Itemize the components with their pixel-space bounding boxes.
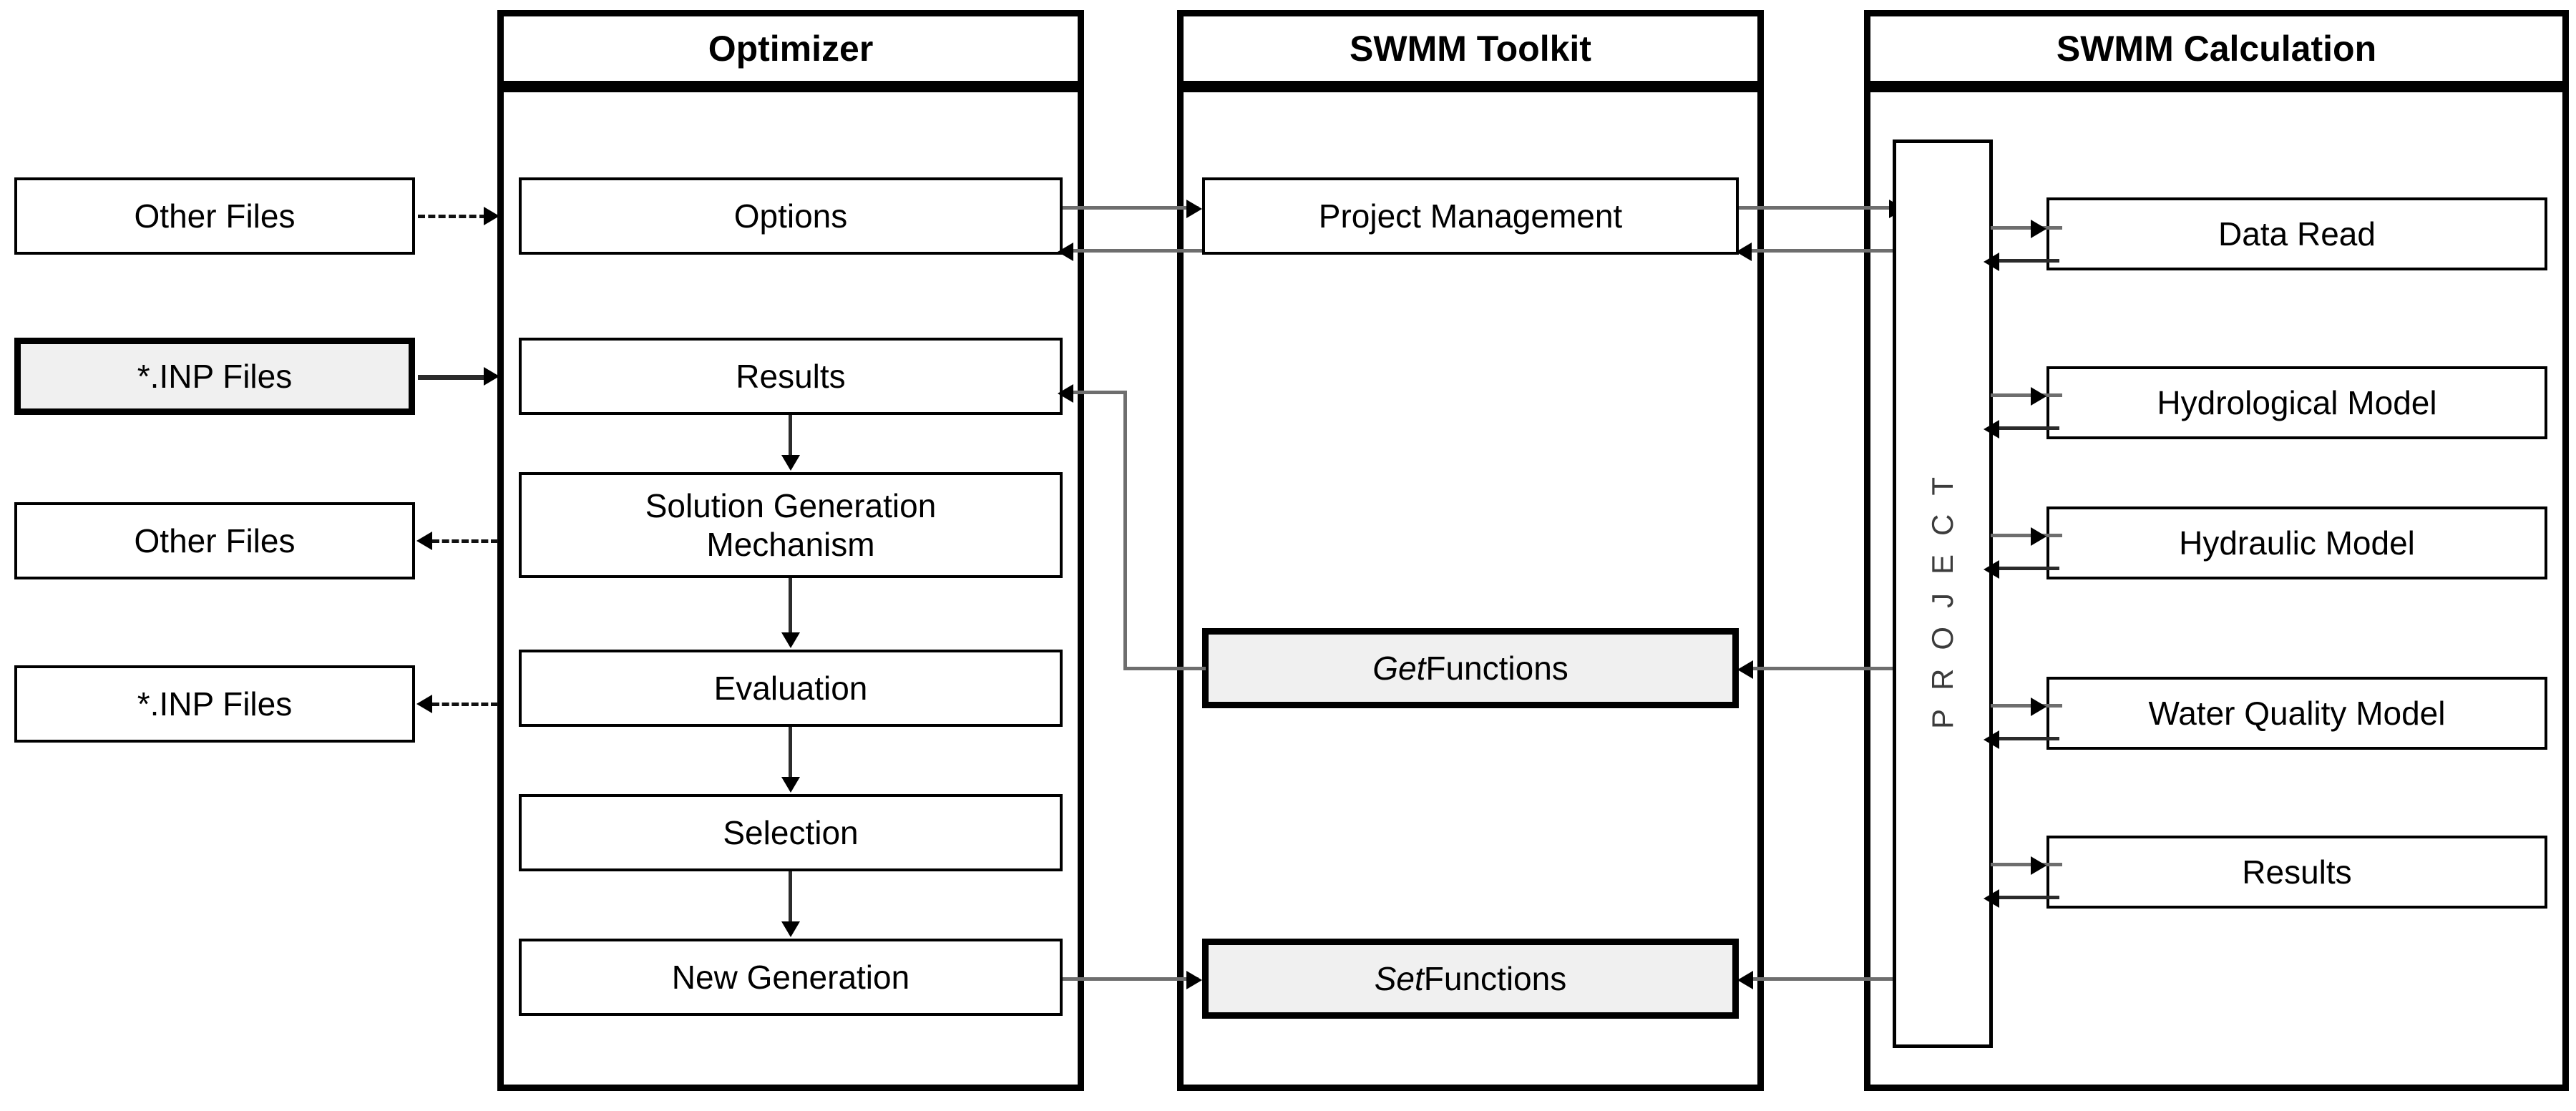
connector-data-read-to-project bbox=[1995, 259, 2059, 263]
connector-project-management-to-project bbox=[1739, 206, 1902, 210]
arrowhead-calc-results-to-project bbox=[1984, 889, 1999, 908]
optimizer-step-label-line2: Mechanism bbox=[706, 526, 875, 563]
connector-project-management-to-options bbox=[1066, 249, 1202, 253]
calc-module-hydraulic-model[interactable]: Hydraulic Model bbox=[2046, 506, 2547, 579]
set-functions-rest: Functions bbox=[1423, 959, 1567, 997]
connector-inp-files-in bbox=[418, 375, 487, 380]
arrowhead-project-to-calc-results bbox=[2031, 856, 2046, 875]
project-vertical-label: PROJECT bbox=[1926, 458, 1959, 729]
arrowhead-project-to-get-functions bbox=[1737, 660, 1753, 679]
arrowhead-hydrological-model-to-project bbox=[1984, 420, 1999, 439]
arrowhead-evaluation-to-selection bbox=[781, 777, 800, 793]
connector-inp-files-out bbox=[432, 703, 498, 706]
connector-get-functions-segment-v bbox=[1123, 391, 1127, 670]
calc-module-data-read[interactable]: Data Read bbox=[2046, 197, 2547, 270]
optimizer-step-solution-generation-mechanism[interactable]: Solution Generation Mechanism bbox=[519, 472, 1063, 578]
connector-evaluation-to-selection bbox=[789, 727, 792, 777]
connector-solution-to-evaluation bbox=[789, 578, 792, 634]
get-functions-rest: Functions bbox=[1425, 649, 1568, 687]
project-vertical-bar[interactable]: PROJECT bbox=[1893, 140, 1993, 1048]
arrowhead-project-to-set-functions bbox=[1737, 971, 1753, 989]
toolkit-item-get-functions[interactable]: Get Functions bbox=[1202, 628, 1739, 708]
toolkit-item-set-functions[interactable]: Set Functions bbox=[1202, 939, 1739, 1019]
arrowhead-hydraulic-model-to-project bbox=[1984, 560, 1999, 579]
calc-module-hydrological-model[interactable]: Hydrological Model bbox=[2046, 366, 2547, 439]
optimizer-step-evaluation[interactable]: Evaluation bbox=[519, 650, 1063, 727]
connector-calc-results-to-project bbox=[1995, 896, 2059, 899]
connector-selection-to-new-generation bbox=[789, 871, 792, 921]
arrowhead-other-files-in bbox=[484, 207, 499, 225]
arrowhead-solution-to-evaluation bbox=[781, 632, 800, 648]
connector-project-to-water-quality-model bbox=[1991, 704, 2062, 708]
arrowhead-water-quality-model-to-project bbox=[1984, 730, 1999, 749]
toolkit-item-project-management[interactable]: Project Management bbox=[1202, 177, 1739, 255]
arrowhead-selection-to-new-generation bbox=[781, 921, 800, 937]
arrowhead-results-to-solution bbox=[781, 455, 800, 471]
connector-project-to-set-functions bbox=[1753, 977, 1903, 981]
connector-project-to-hydrological-model bbox=[1991, 393, 2062, 397]
connector-new-generation-to-set-functions bbox=[1063, 977, 1199, 981]
connector-project-to-calc-results bbox=[1991, 863, 2062, 866]
panel-title-optimizer: Optimizer bbox=[497, 10, 1084, 87]
arrowhead-project-to-hydraulic-model bbox=[2031, 527, 2046, 546]
optimizer-step-label-line1: Solution Generation bbox=[645, 486, 937, 524]
connector-project-to-data-read bbox=[1991, 226, 2062, 230]
connector-results-to-solution bbox=[789, 415, 792, 456]
arrowhead-project-to-data-read bbox=[2031, 220, 2046, 238]
get-functions-emphasis: Get bbox=[1372, 649, 1426, 687]
arrowhead-project-to-water-quality-model bbox=[2031, 698, 2046, 716]
file-box-other-files-out[interactable]: Other Files bbox=[14, 502, 415, 579]
arrowhead-data-read-to-project bbox=[1984, 253, 1999, 271]
connector-other-files-in bbox=[418, 215, 487, 218]
optimizer-step-selection[interactable]: Selection bbox=[519, 794, 1063, 871]
optimizer-step-options[interactable]: Options bbox=[519, 177, 1063, 255]
arrowhead-get-functions-to-results bbox=[1058, 384, 1073, 403]
connector-water-quality-model-to-project bbox=[1995, 737, 2059, 740]
connector-options-to-project-management bbox=[1063, 206, 1199, 210]
panel-title-swmm-calculation: SWMM Calculation bbox=[1864, 10, 2569, 87]
connector-project-to-project-management bbox=[1745, 249, 1903, 253]
set-functions-emphasis: Set bbox=[1374, 959, 1424, 997]
calc-module-water-quality-model[interactable]: Water Quality Model bbox=[2046, 677, 2547, 750]
panel-title-swmm-toolkit: SWMM Toolkit bbox=[1177, 10, 1764, 87]
connector-project-to-get-functions bbox=[1753, 667, 1903, 670]
arrowhead-project-to-hydrological-model bbox=[2031, 387, 2046, 406]
arrowhead-inp-files-out bbox=[416, 695, 432, 713]
arrowhead-inp-files-in bbox=[484, 367, 499, 386]
arrowhead-other-files-out bbox=[416, 532, 432, 550]
optimizer-step-new-generation[interactable]: New Generation bbox=[519, 939, 1063, 1016]
arrowhead-project-to-project-management bbox=[1736, 243, 1752, 261]
connector-get-functions-segment-h-bottom bbox=[1123, 667, 1206, 670]
connector-project-to-hydraulic-model bbox=[1991, 534, 2062, 537]
arrowhead-new-generation-to-set-functions bbox=[1186, 971, 1202, 989]
arrowhead-project-management-to-options bbox=[1058, 243, 1073, 261]
file-box-inp-files-out[interactable]: *.INP Files bbox=[14, 665, 415, 743]
connector-hydrological-model-to-project bbox=[1995, 426, 2059, 430]
optimizer-step-results[interactable]: Results bbox=[519, 338, 1063, 415]
connector-other-files-out bbox=[432, 539, 498, 543]
connector-hydraulic-model-to-project bbox=[1995, 567, 2059, 570]
connector-get-functions-segment-h-top bbox=[1072, 391, 1126, 394]
file-box-inp-files-in[interactable]: *.INP Files bbox=[14, 338, 415, 415]
calc-module-results[interactable]: Results bbox=[2046, 836, 2547, 909]
arrowhead-options-to-project-management bbox=[1186, 200, 1202, 218]
file-box-other-files-in[interactable]: Other Files bbox=[14, 177, 415, 255]
